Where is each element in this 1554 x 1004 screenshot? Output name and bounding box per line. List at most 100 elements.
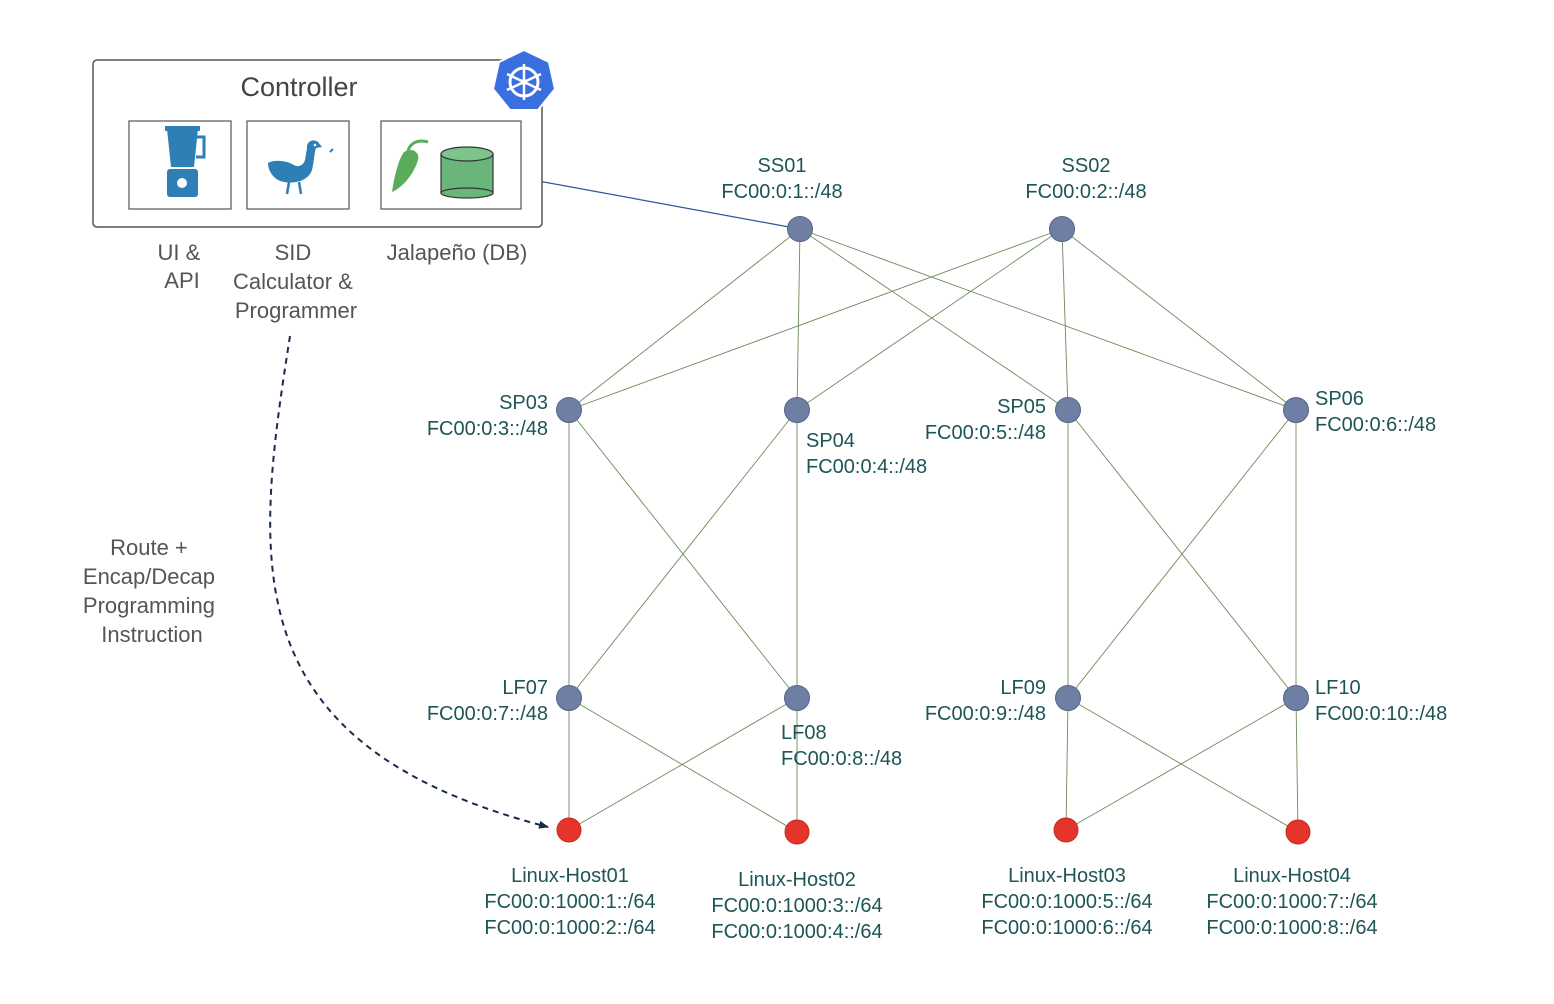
switch-node-sp04[interactable] — [784, 397, 810, 423]
ui-api-label-line: API — [164, 268, 199, 293]
jalapeno-db-label: Jalapeño (DB) — [387, 240, 528, 265]
instruction-label-line: Programming — [83, 593, 215, 618]
switch-node-ss01[interactable] — [787, 216, 813, 242]
link-lf10-h04 — [1295, 697, 1299, 833]
sid-calculator-component[interactable] — [246, 120, 350, 210]
nodes-layer — [556, 216, 1311, 845]
node-prefix: FC00:0:1000:7::/64 — [1206, 891, 1377, 913]
link-ss01-sp06 — [799, 228, 1297, 411]
link-lf09-h04 — [1067, 697, 1299, 833]
host-node-h02[interactable] — [784, 819, 810, 845]
node-name: Linux-Host01 — [511, 865, 629, 887]
ui-api-label-line: UI & — [158, 240, 201, 265]
link-ss02-sp05 — [1061, 228, 1069, 411]
link-lf10-h03 — [1065, 697, 1297, 831]
node-prefix: FC00:0:7::/48 — [427, 703, 548, 725]
switch-node-sp06[interactable] — [1283, 397, 1309, 423]
node-prefix: FC00:0:1000:4::/64 — [711, 921, 882, 943]
node-prefix: FC00:0:6::/48 — [1315, 414, 1436, 436]
link-ss01-sp04 — [796, 228, 801, 411]
link-lf08-h01 — [568, 697, 798, 831]
link-ss02-sp03 — [568, 228, 1063, 411]
controller-panel[interactable]: Controller — [92, 48, 557, 228]
node-name: LF10 — [1315, 677, 1361, 699]
node-prefix: FC00:0:1000:6::/64 — [981, 917, 1152, 939]
node-name: LF09 — [1000, 677, 1046, 699]
switch-node-lf08[interactable] — [784, 685, 810, 711]
node-prefix: FC00:0:1000:8::/64 — [1206, 917, 1377, 939]
host-node-h04[interactable] — [1285, 819, 1311, 845]
jalapeno-db-icon — [392, 139, 494, 199]
switch-node-ss02[interactable] — [1049, 216, 1075, 242]
controller-title: Controller — [240, 72, 357, 102]
link-ss01-sp05 — [799, 228, 1069, 411]
switch-node-lf07[interactable] — [556, 685, 582, 711]
kubernetes-icon — [491, 48, 557, 111]
sid-calculator-box — [246, 120, 350, 210]
node-prefix: FC00:0:3::/48 — [427, 418, 548, 440]
link-lf07-h02 — [568, 697, 798, 833]
host-node-h01[interactable] — [556, 817, 582, 843]
node-prefix: FC00:0:9::/48 — [925, 703, 1046, 725]
node-name: Linux-Host04 — [1233, 865, 1351, 887]
node-name: Linux-Host02 — [738, 869, 856, 891]
link-lf09-h03 — [1065, 697, 1069, 831]
node-name: SP05 — [997, 396, 1046, 418]
node-prefix: FC00:0:10::/48 — [1315, 703, 1447, 725]
node-prefix: FC00:0:5::/48 — [925, 422, 1046, 444]
ui-api-component[interactable] — [128, 120, 232, 210]
node-prefix: FC00:0:1000:1::/64 — [484, 891, 655, 913]
goose-icon — [268, 140, 334, 195]
host-node-h03[interactable] — [1053, 817, 1079, 843]
node-name: SP03 — [499, 392, 548, 414]
switch-node-sp05[interactable] — [1055, 397, 1081, 423]
node-name: SS01 — [758, 155, 807, 177]
link-ss02-sp04 — [796, 228, 1063, 411]
sid-label-line: SID — [275, 240, 312, 265]
link-ss01-sp03 — [568, 228, 801, 411]
ui-api-label: UI & API — [158, 240, 207, 293]
link-ss02-sp06 — [1061, 228, 1297, 411]
controller-link — [521, 177, 801, 230]
controller-labels: UI & API SID Calculator & Programmer Jal… — [158, 240, 528, 323]
node-name: SS02 — [1062, 155, 1111, 177]
switch-node-sp03[interactable] — [556, 397, 582, 423]
sid-calculator-label: SID Calculator & Programmer — [233, 240, 359, 323]
switch-node-lf09[interactable] — [1055, 685, 1081, 711]
link-sp06-lf09 — [1067, 409, 1297, 699]
node-prefix: FC00:0:8::/48 — [781, 748, 902, 770]
blender-icon — [165, 126, 206, 197]
node-prefix: FC00:0:1::/48 — [721, 181, 842, 203]
node-prefix: FC00:0:1000:2::/64 — [484, 917, 655, 939]
jalapeno-db-component[interactable] — [380, 120, 522, 210]
instruction-label: Route + Encap/Decap Programming Instruct… — [83, 535, 221, 647]
node-prefix: FC00:0:2::/48 — [1025, 181, 1146, 203]
instruction-label-line: Route + — [110, 535, 188, 560]
switch-node-lf10[interactable] — [1283, 685, 1309, 711]
node-name: LF08 — [781, 722, 827, 744]
node-name: SP04 — [806, 430, 855, 452]
node-name: Linux-Host03 — [1008, 865, 1126, 887]
node-name: LF07 — [502, 677, 548, 699]
sid-label-line: Programmer — [235, 298, 357, 323]
instruction-label-line: Encap/Decap — [83, 564, 215, 589]
node-name: SP06 — [1315, 388, 1364, 410]
node-prefix: FC00:0:1000:3::/64 — [711, 895, 882, 917]
link-sp04-lf07 — [568, 409, 798, 699]
links-layer — [568, 228, 1299, 833]
